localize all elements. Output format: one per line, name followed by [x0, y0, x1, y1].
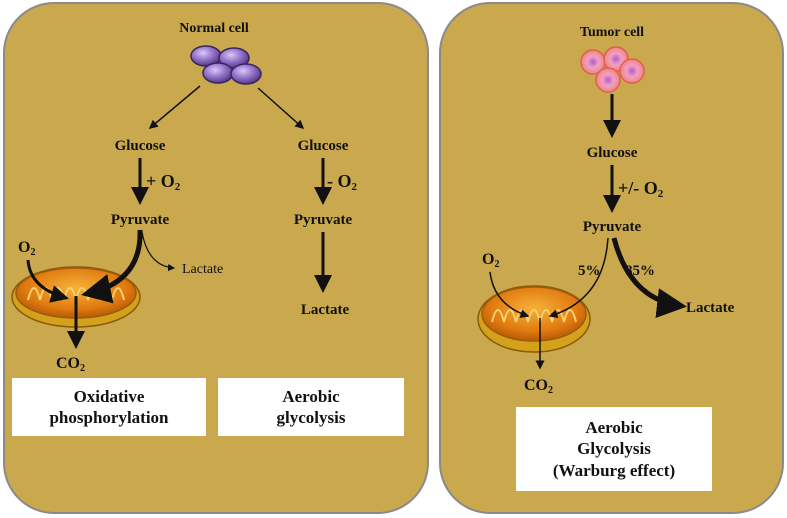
co2-left-label: CO2: [56, 355, 85, 374]
arrow-cell-to-glucose-right: [257, 87, 305, 129]
warburg-box-line3: (Warburg effect): [552, 460, 676, 480]
tumor-mitochondrion-icon: [477, 285, 591, 353]
plus-minus-o2-label: +/- O2: [618, 178, 664, 200]
arrow-o2-into-mitochondrion: [26, 259, 69, 303]
arrow-o2-into-tumor-mitochondrion: [489, 271, 530, 318]
oxidative-box-line2: phosphorylation: [49, 408, 169, 427]
tumor-lactate-label: Lactate: [686, 300, 735, 316]
glucose-right-label: Glucose: [298, 138, 349, 154]
arrow-pyruvate-to-tumor-lactate: [611, 237, 687, 319]
lactate-right-label: Lactate: [301, 302, 350, 318]
o2-input-right-label: O2: [482, 251, 499, 270]
tumor-cell-cluster-icon: [580, 46, 645, 93]
aerobic-box-line1: Aerobic: [282, 386, 340, 406]
warburg-box-line1: Aerobic: [585, 418, 643, 438]
tumor-glucose-label: Glucose: [587, 145, 638, 161]
pct-lactate-label: 85%: [625, 263, 655, 279]
pyruvate-left-label: Pyruvate: [111, 212, 170, 228]
minus-o2-label: - O2: [327, 171, 358, 193]
arrow-pyruvate-to-lactate-small: [141, 231, 176, 272]
lactate-small-label: Lactate: [182, 262, 223, 277]
arrow-pyruvate-into-mitochondrion: [81, 229, 143, 304]
pyruvate-right-label: Pyruvate: [294, 212, 353, 228]
normal-cell-cluster-icon: [190, 45, 262, 85]
warburg-box-line2: Glycolysis: [577, 439, 651, 459]
tumor-cell-panel: [439, 2, 784, 514]
normal-cell-title: Normal cell: [179, 21, 249, 36]
tumor-cell-title: Tumor cell: [580, 25, 644, 40]
pct-mito-label: 5%: [578, 263, 601, 279]
aerobic-box-line2: glycolysis: [276, 408, 346, 427]
arrow-cell-to-glucose-left: [148, 85, 201, 129]
co2-right-label: CO2: [524, 377, 553, 396]
plus-o2-label: + O2: [146, 171, 181, 193]
arrow-pyruvate-into-tumor-mitochondrion: [548, 237, 609, 319]
oxidative-phosphorylation-box: Oxidative phosphorylation: [12, 378, 206, 436]
o2-input-left-label: O2: [18, 239, 35, 258]
tumor-pyruvate-label: Pyruvate: [583, 219, 642, 235]
warburg-effect-box: Aerobic Glycolysis (Warburg effect): [516, 407, 712, 491]
aerobic-glycolysis-box: Aerobic glycolysis: [218, 378, 404, 436]
oxidative-box-line1: Oxidative: [73, 386, 145, 406]
glucose-left-label: Glucose: [115, 138, 166, 154]
